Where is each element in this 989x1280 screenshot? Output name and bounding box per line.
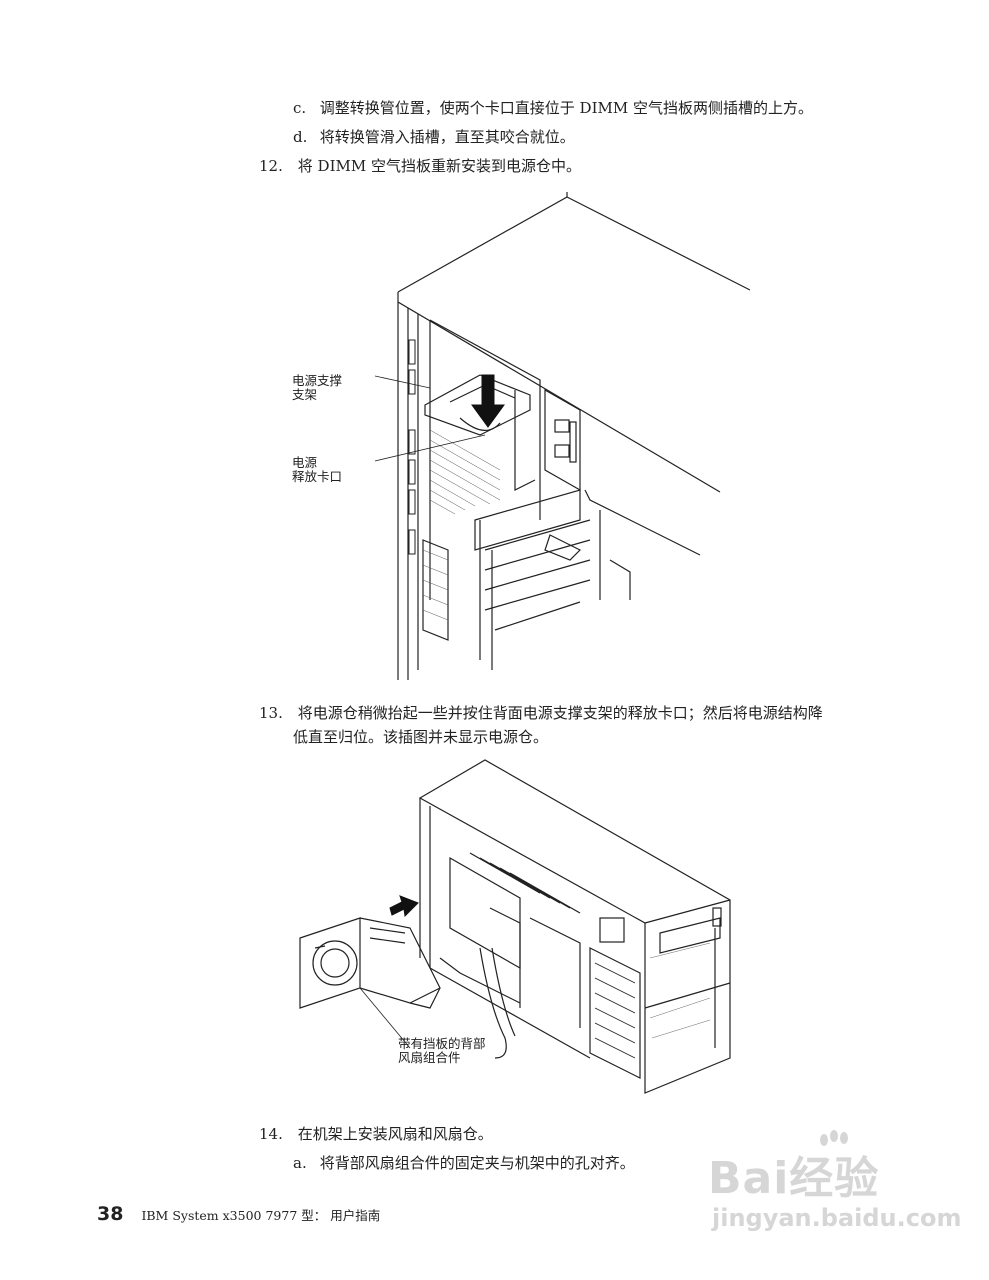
step-13: 13. 将电源仓稍微抬起一些并按住背面电源支撑支架的释放卡口；然后将电源结构降: [259, 703, 823, 723]
step-12: 12. 将 DIMM 空气挡板重新安装到电源仓中。: [259, 156, 581, 176]
callout-fan-line1: 带有挡板的背部: [398, 1036, 486, 1051]
step-13-text-line2: 低直至归位。该插图并未显示电源仓。: [293, 728, 549, 746]
page-footer: 38 IBM System x3500 7977 型： 用户指南: [97, 1203, 380, 1225]
callout-bracket-line1: 电源支撑: [292, 373, 343, 388]
step-14-text: 在机架上安装风扇和风扇仓。: [297, 1125, 493, 1143]
down-arrow-icon: [471, 374, 505, 428]
paw-icon: [820, 1130, 848, 1146]
watermark: Bai经验 jingyan.baidu.com: [698, 1130, 968, 1250]
step-d: d. 将转换管滑入插槽，直至其咬合就位。: [293, 127, 575, 147]
callout-bracket: 电源支撑 支架: [292, 374, 342, 402]
step-c: c. 调整转换管位置，使两个卡口直接位于 DIMM 空气挡板两侧插槽的上方。: [293, 98, 813, 118]
step-13-continued: 低直至归位。该插图并未显示电源仓。: [293, 727, 548, 747]
step-14: 14. 在机架上安装风扇和风扇仓。: [259, 1124, 493, 1144]
step-d-marker: d.: [293, 128, 308, 146]
footer-text: IBM System x3500 7977 型： 用户指南: [141, 1208, 381, 1223]
step-a: a. 将背部风扇组合件的固定夹与机架中的孔对齐。: [293, 1153, 635, 1173]
step-12-text: 将 DIMM 空气挡板重新安装到电源仓中。: [297, 157, 581, 175]
step-a-text: 将背部风扇组合件的固定夹与机架中的孔对齐。: [319, 1154, 635, 1172]
watermark-logo: Bai经验: [708, 1153, 880, 1204]
callout-release-tab: 电源 释放卡口: [292, 456, 342, 484]
figure-fan-assembly: [299, 759, 731, 1094]
figure-air-baffle: [374, 192, 750, 680]
step-13-text-line1: 将电源仓稍微抬起一些并按住背面电源支撑支架的释放卡口；然后将电源结构降: [297, 704, 823, 722]
step-c-marker: c.: [293, 99, 307, 117]
callout-fan-line2: 风扇组合件: [398, 1050, 461, 1065]
callout-fan-assembly: 带有挡板的背部 风扇组合件: [398, 1037, 486, 1065]
step-14-marker: 14.: [259, 1125, 283, 1143]
step-c-text: 调整转换管位置，使两个卡口直接位于 DIMM 空气挡板两侧插槽的上方。: [319, 99, 813, 117]
callout-release-tab-line2: 释放卡口: [292, 469, 343, 484]
step-13-marker: 13.: [259, 704, 283, 722]
callout-bracket-line2: 支架: [292, 387, 318, 402]
step-12-marker: 12.: [259, 157, 283, 175]
right-arrow-icon: [389, 895, 419, 918]
page-number: 38: [97, 1203, 124, 1225]
callout-release-tab-line1: 电源: [292, 455, 318, 470]
step-a-marker: a.: [293, 1154, 307, 1172]
step-d-text: 将转换管滑入插槽，直至其咬合就位。: [319, 128, 575, 146]
watermark-url: jingyan.baidu.com: [712, 1204, 962, 1232]
